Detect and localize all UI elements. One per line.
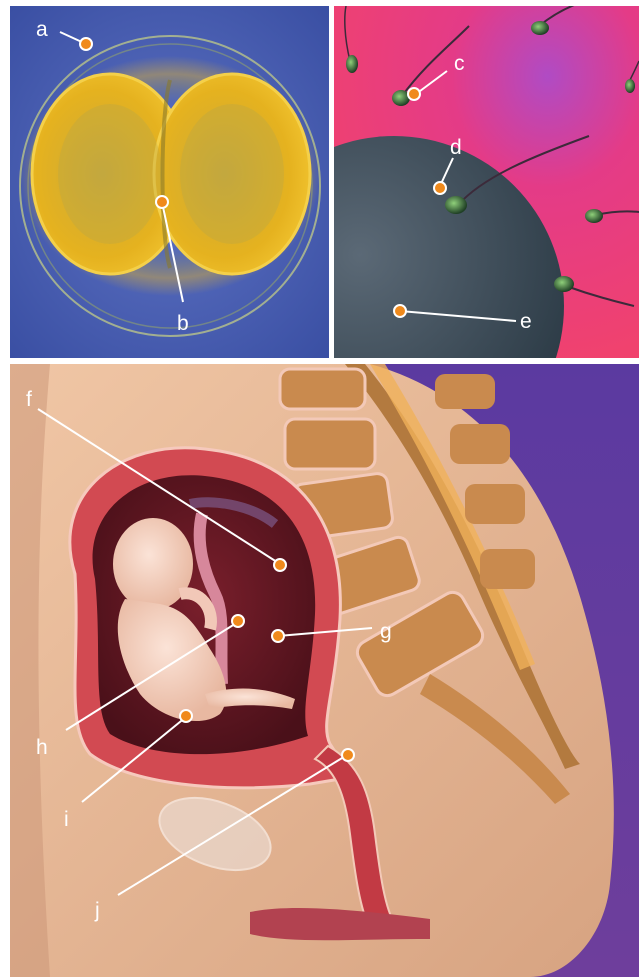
marker-h — [232, 615, 244, 627]
label-i: i — [64, 808, 69, 831]
fertilization-illustration: c d e — [334, 6, 639, 358]
marker-d — [434, 182, 446, 194]
label-g: g — [380, 620, 392, 643]
marker-f — [274, 559, 286, 571]
marker-g — [272, 630, 284, 642]
label-d: d — [450, 136, 462, 159]
fertilization-panel: c d e — [334, 6, 639, 358]
marker-c — [408, 88, 420, 100]
marker-a — [80, 38, 92, 50]
marker-i — [180, 710, 192, 722]
marker-b — [156, 196, 168, 208]
label-b: b — [177, 312, 189, 335]
label-e: e — [520, 310, 532, 333]
label-a: a — [36, 18, 48, 41]
pregnancy-cross-section-panel: f g h i j — [10, 364, 639, 977]
label-c: c — [454, 52, 465, 75]
marker-j — [342, 749, 354, 761]
label-h: h — [36, 736, 48, 759]
pregnancy-cross-section-illustration: f g h i j — [10, 364, 639, 977]
label-j: j — [94, 899, 100, 922]
two-cell-embryo-illustration: a b — [10, 6, 329, 358]
marker-e — [394, 305, 406, 317]
label-f: f — [26, 388, 32, 411]
two-cell-embryo-panel: a b — [10, 6, 329, 358]
